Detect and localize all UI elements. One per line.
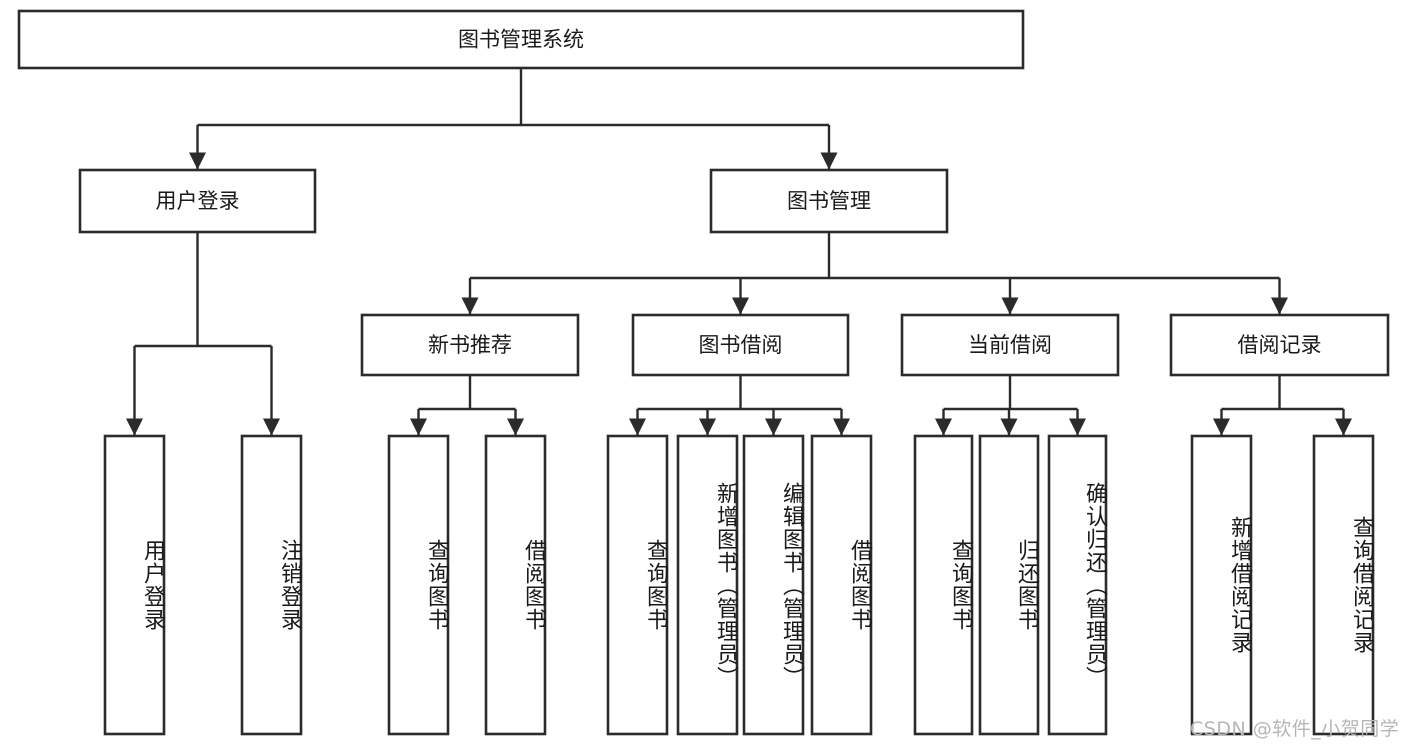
arrow-head-leaf-query-book-cur	[935, 418, 952, 436]
node-label-current-borrow: 当前借阅	[968, 333, 1052, 357]
arrow-head-leaf-logout-login	[263, 418, 280, 436]
arrow-head-new-book-rec	[461, 297, 479, 315]
arrow-head-leaf-return-book	[1000, 418, 1018, 436]
arrow-head-leaf-query-book-rec	[410, 418, 427, 436]
arrow-head-borrow-record	[1271, 297, 1288, 315]
node-box-current-borrow	[900, 313, 1120, 377]
node-label-book-borrow: 图书借阅	[699, 333, 783, 357]
node-label-root: 图书管理系统	[458, 28, 584, 52]
node-box-leaf-query-book-rec	[387, 434, 450, 736]
node-box-leaf-add-record	[1190, 434, 1253, 736]
node-box-leaf-user-login	[103, 434, 166, 736]
node-box-leaf-logout-login	[240, 434, 303, 736]
arrow-head-leaf-query-record	[1335, 418, 1352, 436]
node-box-leaf-borrow-book-rec	[484, 434, 547, 736]
watermark-text: CSDN @软件_小贺同学	[1190, 718, 1400, 740]
node-box-leaf-return-book	[978, 434, 1040, 736]
arrow-head-current-borrow	[1001, 297, 1019, 315]
node-box-leaf-confirm-return	[1047, 434, 1108, 736]
node-box-leaf-query-record	[1312, 434, 1375, 736]
node-box-layer	[17, 9, 1390, 736]
node-label-new-book-rec: 新书推荐	[428, 333, 512, 357]
arrow-head-book-manage	[820, 152, 838, 170]
arrow-head-leaf-query-book-borrow	[629, 418, 646, 436]
arrow-head-leaf-borrow-book	[833, 418, 850, 436]
node-box-leaf-add-book	[676, 434, 739, 736]
node-box-leaf-query-book-borrow	[606, 434, 669, 736]
node-box-leaf-query-book-cur	[913, 434, 974, 736]
node-box-root	[17, 9, 1025, 70]
node-box-book-manage	[709, 168, 949, 234]
edge-layer	[126, 68, 1352, 436]
node-label-borrow-record: 借阅记录	[1238, 333, 1322, 357]
node-label-book-manage: 图书管理	[787, 189, 871, 213]
node-box-leaf-edit-book	[742, 434, 805, 736]
arrow-head-book-borrow	[732, 297, 749, 315]
arrow-head-leaf-add-record	[1213, 418, 1230, 436]
node-box-user-login	[78, 168, 317, 234]
node-box-book-borrow	[631, 313, 850, 377]
node-label-user-login: 用户登录	[156, 189, 240, 213]
node-box-leaf-borrow-book	[810, 434, 873, 736]
node-box-new-book-rec	[360, 313, 580, 377]
arrow-head-leaf-confirm-return	[1069, 418, 1086, 436]
arrow-head-leaf-user-login	[126, 418, 143, 436]
node-box-borrow-record	[1169, 313, 1390, 377]
arrow-head-leaf-add-book	[699, 418, 716, 436]
arrow-head-leaf-borrow-book-rec	[507, 418, 524, 436]
arrow-head-leaf-edit-book	[765, 418, 782, 436]
arrow-head-user-login	[189, 152, 206, 170]
